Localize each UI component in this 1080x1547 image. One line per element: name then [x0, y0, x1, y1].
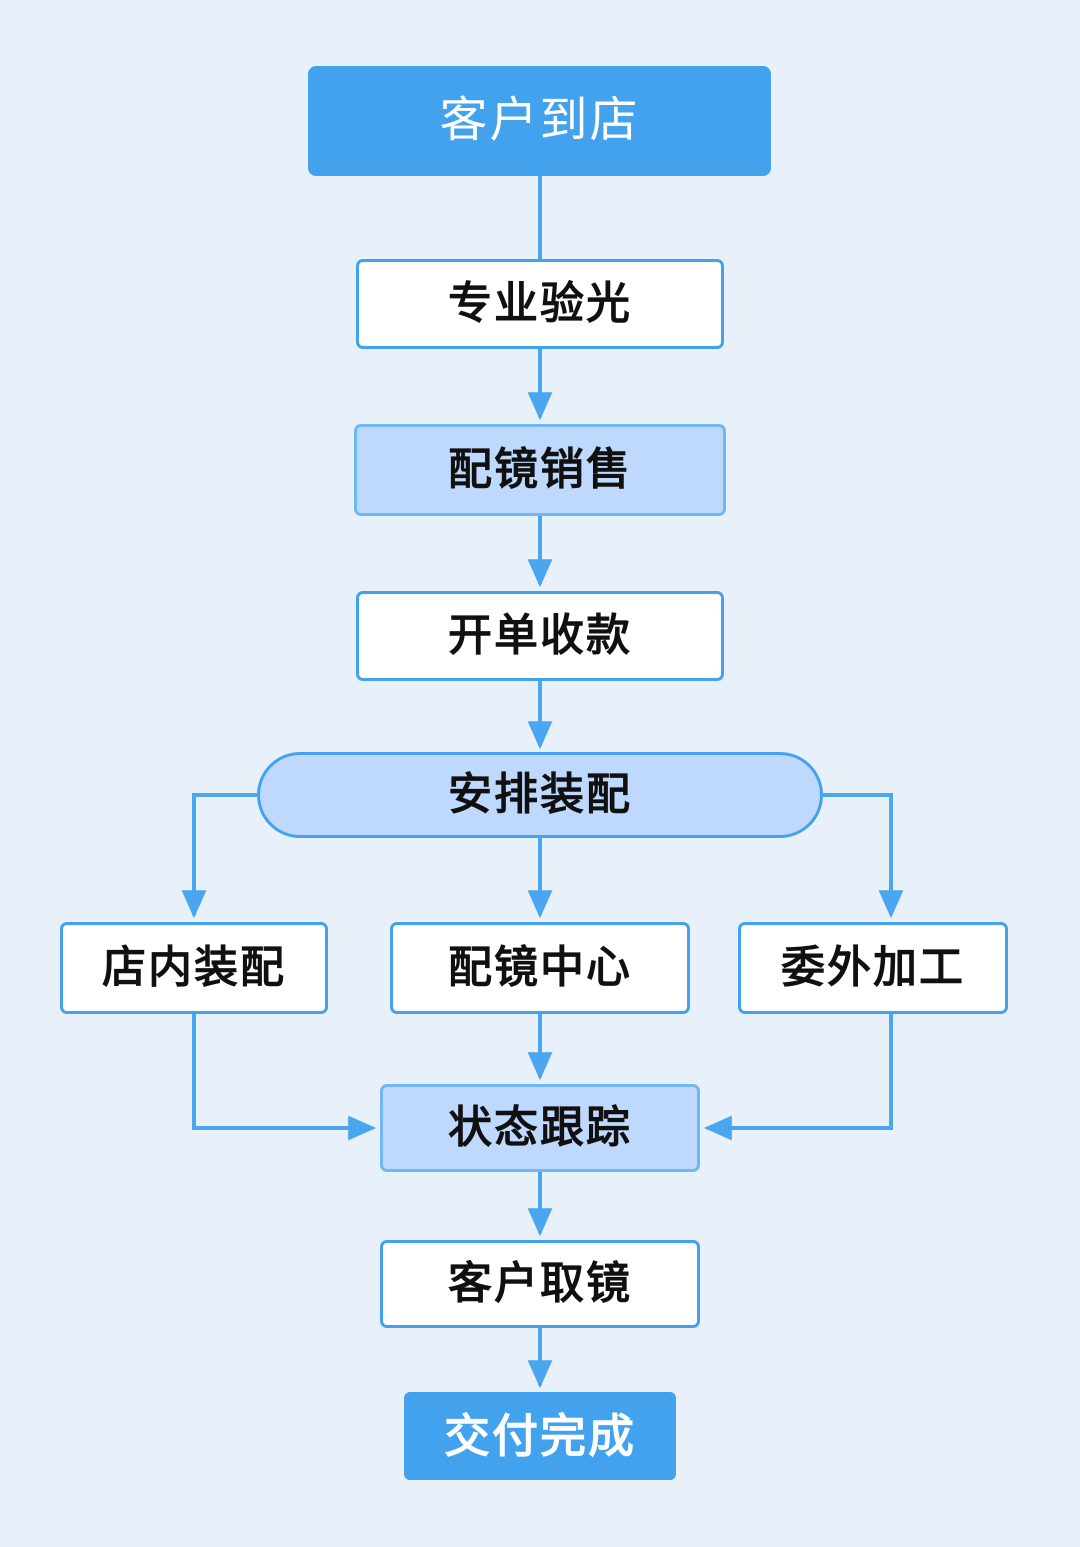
node-label: 安排装配 [448, 770, 632, 819]
edge-instore-track [192, 1014, 377, 1141]
node-customer-pickup[interactable]: 客户取镜 [380, 1240, 700, 1328]
node-outsourced-processing[interactable]: 委外加工 [738, 922, 1008, 1014]
edge-assemble-outsrc [823, 793, 904, 919]
node-customer-arrive[interactable]: 客户到店 [308, 66, 771, 176]
edge-outsrc-track [703, 1014, 893, 1141]
node-optical-center[interactable]: 配镜中心 [390, 922, 690, 1014]
node-label: 交付完成 [444, 1410, 636, 1462]
node-arrange-assembly[interactable]: 安排装配 [257, 752, 823, 838]
node-label: 客户取镜 [448, 1259, 632, 1308]
node-label: 配镜中心 [448, 943, 632, 992]
node-label: 状态跟踪 [448, 1103, 632, 1152]
node-billing-payment[interactable]: 开单收款 [356, 591, 724, 681]
edge-assemble-instore [181, 793, 257, 919]
node-glasses-sales[interactable]: 配镜销售 [354, 424, 726, 516]
node-label: 配镜销售 [448, 445, 632, 494]
node-label: 客户到店 [439, 94, 640, 147]
node-label: 专业验光 [448, 279, 632, 328]
node-professional-optometry[interactable]: 专业验光 [356, 259, 724, 349]
node-delivery-complete[interactable]: 交付完成 [404, 1392, 676, 1480]
node-status-tracking[interactable]: 状态跟踪 [380, 1084, 700, 1172]
node-label: 开单收款 [448, 611, 632, 660]
node-label: 委外加工 [781, 943, 965, 992]
node-label: 店内装配 [102, 943, 286, 992]
node-in-store-assembly[interactable]: 店内装配 [60, 922, 328, 1014]
